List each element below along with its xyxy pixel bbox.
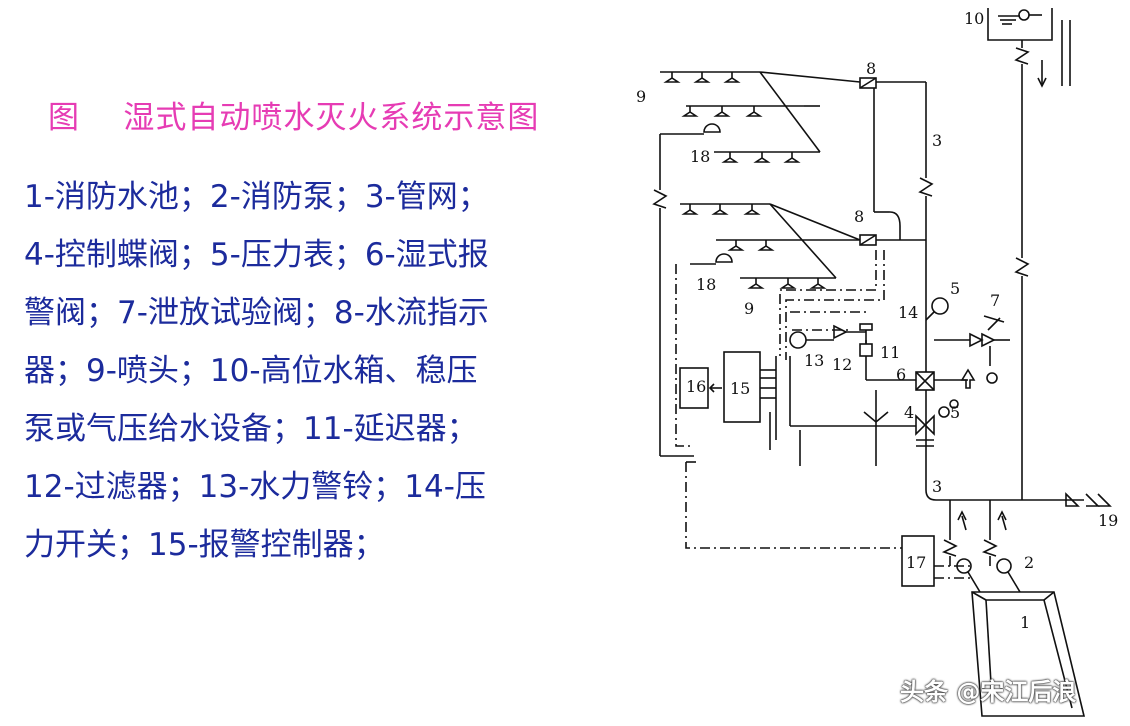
legend-line: 警阀；7-泄放试验阀；8-水流指示 — [24, 295, 489, 331]
legend-line: 器；9-喷头；10-高位水箱、稳压 — [24, 353, 478, 389]
legend-line: 泵或气压给水设备；11-延迟器； — [24, 411, 478, 447]
pressure-gauge — [925, 297, 959, 418]
label-8: 8 — [866, 59, 876, 78]
label-8: 8 — [854, 207, 864, 226]
diagram-title: 图 湿式自动喷水灭火系统示意图 — [48, 100, 540, 136]
label-1: 1 — [1020, 613, 1030, 632]
fire-water-pool — [971, 591, 1086, 717]
label-12: 12 — [832, 355, 852, 374]
label-9: 9 — [636, 87, 646, 106]
lower-sprinkler-branches — [680, 203, 861, 289]
label-3: 3 — [932, 131, 942, 150]
high-level-tank — [987, 8, 1071, 88]
label-6: 6 — [896, 365, 906, 384]
control-butterfly-valve — [915, 414, 935, 447]
fire-pumps — [941, 500, 1021, 593]
tank-riser-pipe — [1014, 40, 1030, 500]
label-2: 2 — [1024, 553, 1034, 572]
water-flow-indicator — [859, 77, 877, 246]
label-19: 19 — [1098, 511, 1118, 530]
diagram-labels: 10 9 8 3 18 8 18 9 5 7 14 13 12 11 6 16 … — [636, 9, 1118, 632]
legend-line: 1-消防水池；2-消防泵；3-管网； — [24, 179, 489, 215]
label-15: 15 — [730, 379, 750, 398]
label-14: 14 — [898, 303, 918, 322]
label-9: 9 — [744, 299, 754, 318]
label-18: 18 — [696, 275, 716, 294]
label-10: 10 — [964, 9, 984, 28]
upper-sprinkler-branches — [652, 71, 861, 457]
legend: 1-消防水池；2-消防泵；3-管网； 4-控制蝶阀；5-压力表；6-湿式报 警阀… — [24, 168, 624, 574]
drain-test-valve — [934, 315, 1010, 389]
legend-line: 力开关；15-报警控制器； — [24, 527, 385, 563]
wet-alarm-valve — [789, 323, 935, 466]
label-5: 5 — [950, 279, 960, 298]
main-pipe-network — [866, 81, 1084, 501]
label-16: 16 — [686, 377, 706, 396]
watermark: 头条 @宋江后浪 — [900, 678, 1077, 706]
signal-lines — [675, 250, 972, 579]
label-5: 5 — [950, 403, 960, 422]
legend-line: 4-控制蝶阀；5-压力表；6-湿式报 — [24, 237, 489, 273]
label-3: 3 — [932, 477, 942, 496]
label-18: 18 — [690, 147, 710, 166]
label-13: 13 — [804, 351, 824, 370]
label-11: 11 — [880, 343, 900, 362]
label-17: 17 — [906, 553, 926, 572]
fire-pump-controller — [901, 535, 935, 587]
label-4: 4 — [904, 403, 914, 422]
legend-line: 12-过滤器；13-水力警铃；14-压 — [24, 469, 486, 505]
label-7: 7 — [990, 291, 1000, 310]
alarm-controller — [679, 351, 777, 450]
test-outlet — [1065, 492, 1112, 507]
